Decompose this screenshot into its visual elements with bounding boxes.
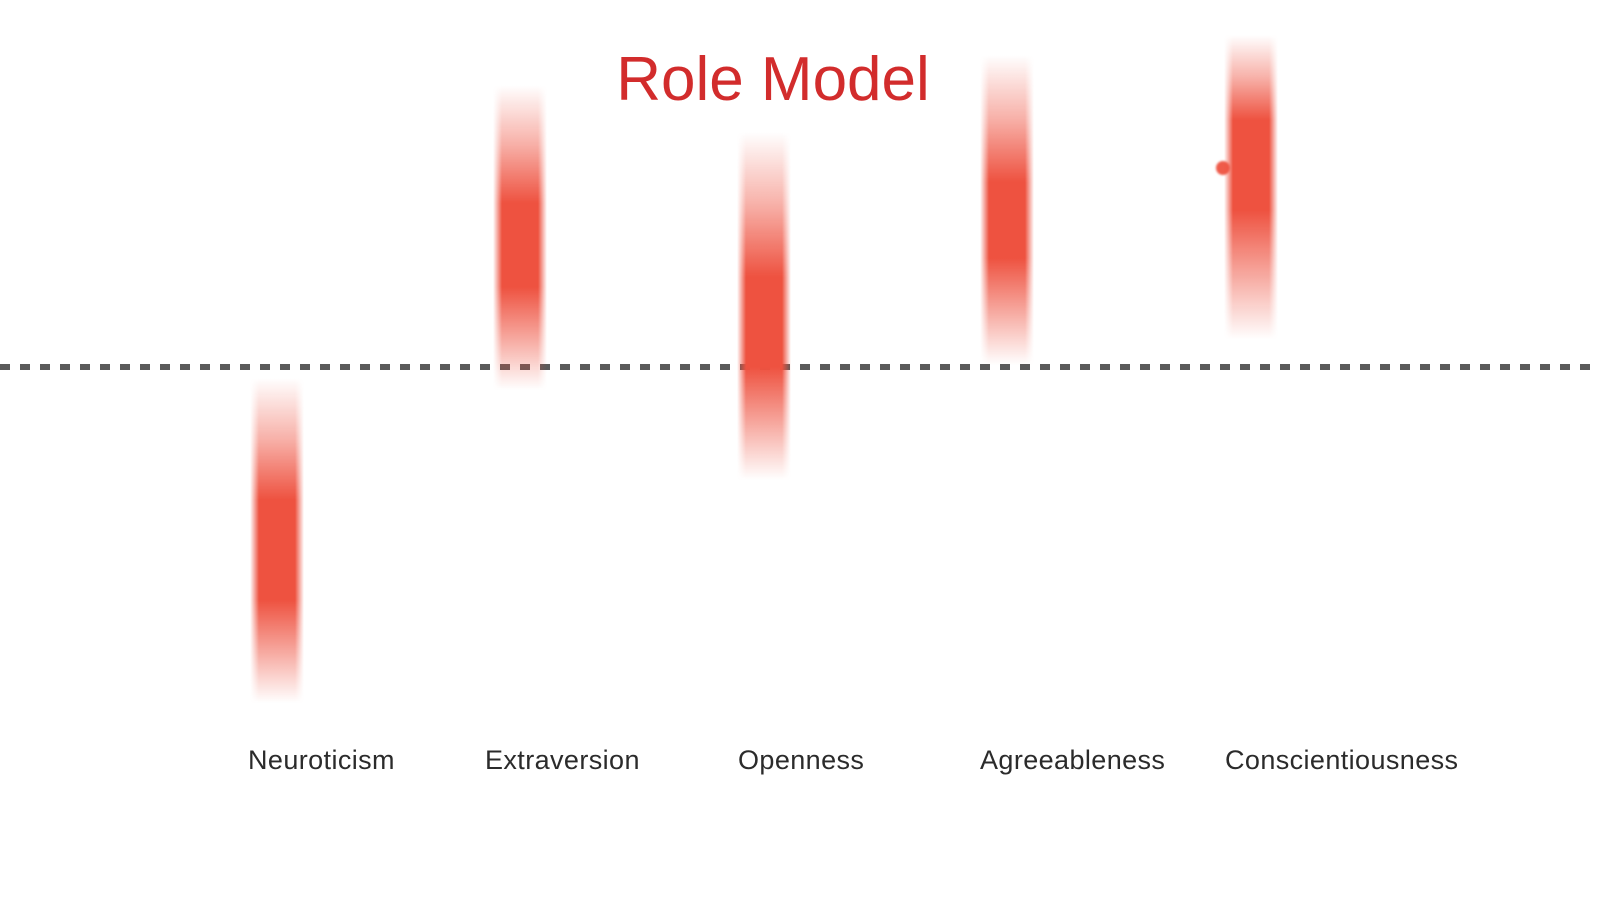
axis-label-conscientiousness: Conscientiousness bbox=[1225, 745, 1459, 775]
gradient-bar-neuroticism bbox=[250, 378, 304, 703]
gradient-bar-openness bbox=[737, 132, 791, 480]
gradient-bar-conscientiousness bbox=[1224, 35, 1278, 340]
chart-title: Role Model bbox=[616, 45, 930, 114]
axis-label-extraversion: Extraversion bbox=[485, 745, 640, 775]
axis-label-openness: Openness bbox=[738, 745, 865, 775]
axis-label-agreeableness: Agreeableness bbox=[980, 745, 1166, 775]
axis-label-neuroticism: Neuroticism bbox=[248, 745, 395, 775]
gradient-bar-extraversion bbox=[493, 85, 547, 390]
gradient-bar-agreeableness bbox=[980, 55, 1034, 365]
baseline-dashed-line bbox=[0, 364, 1600, 370]
